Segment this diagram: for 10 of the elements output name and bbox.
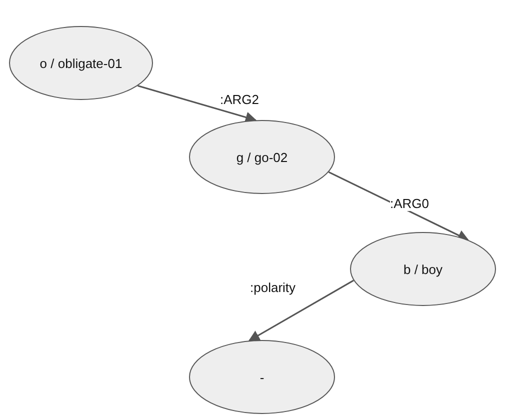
arrow xyxy=(138,85,257,123)
node-label: - xyxy=(260,370,264,384)
edge-label: :polarity xyxy=(250,280,296,295)
node-label: o / obligate-01 xyxy=(40,56,122,70)
arrow xyxy=(328,171,469,241)
edge-label: :ARG0 xyxy=(390,196,430,211)
node-label: g / go-02 xyxy=(236,150,288,164)
node-label: b / boy xyxy=(403,262,443,276)
edge-label: :ARG2 xyxy=(220,92,260,107)
arrow xyxy=(248,280,354,342)
